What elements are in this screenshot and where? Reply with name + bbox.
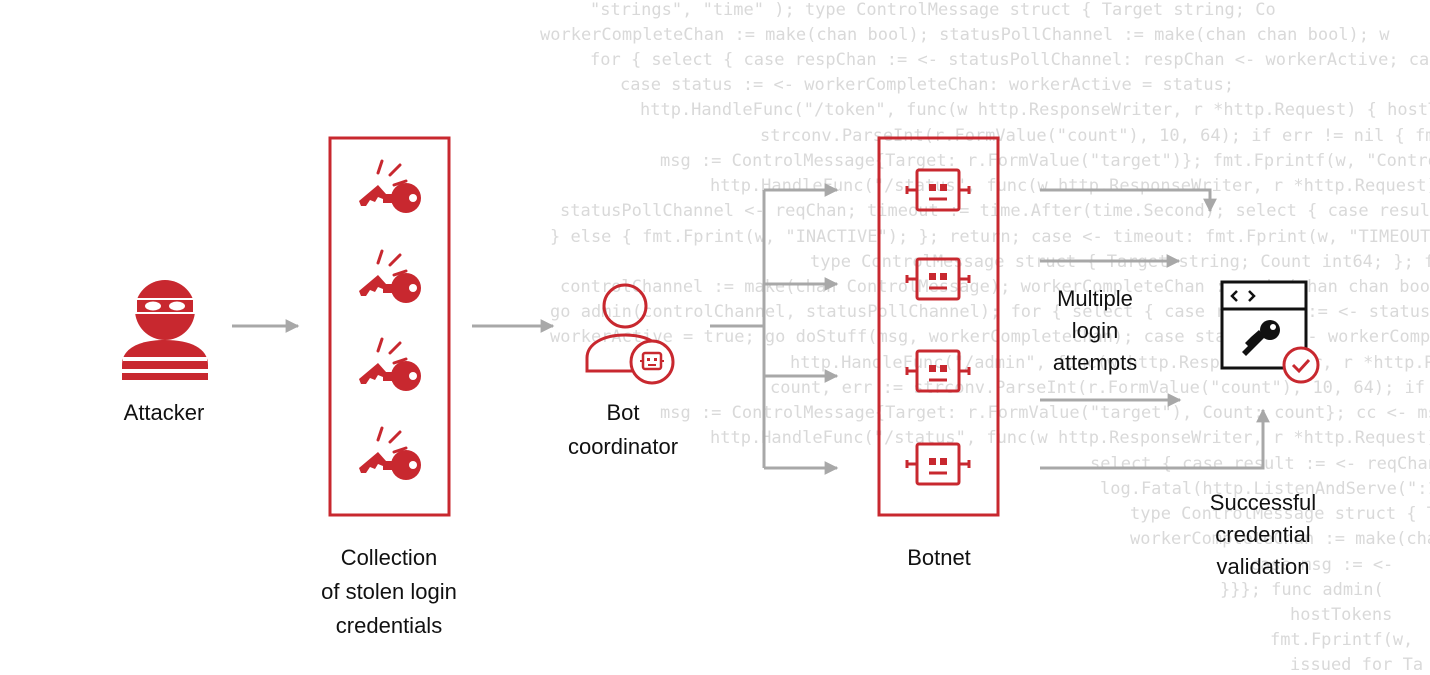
robot-head-icon bbox=[905, 257, 971, 301]
label-line: Bot bbox=[606, 400, 640, 425]
robot-head-icon bbox=[905, 442, 971, 486]
label-line: attempts bbox=[1052, 350, 1138, 375]
label-line: coordinator bbox=[567, 434, 679, 459]
masked-burglar-icon bbox=[122, 280, 208, 380]
user-with-bot-badge-icon bbox=[585, 283, 675, 385]
botnet-label: Botnet bbox=[879, 541, 999, 575]
botnet-box bbox=[877, 136, 1000, 517]
label-line: credentials bbox=[335, 613, 443, 638]
broken-key-icon bbox=[357, 426, 423, 482]
label-line: credential bbox=[1215, 522, 1311, 547]
robot-head-icon bbox=[905, 349, 971, 393]
credentials-collection-box bbox=[328, 136, 451, 517]
label-line: login bbox=[1071, 318, 1119, 343]
attacker-label: Attacker bbox=[104, 396, 224, 430]
label-line: of stolen login bbox=[321, 579, 457, 604]
collection-label: Collection of stolen login credentials bbox=[289, 541, 489, 643]
flow-arrows bbox=[232, 183, 1270, 475]
validation-label: Successful credential validation bbox=[1183, 487, 1343, 583]
label-line: Botnet bbox=[907, 545, 971, 570]
broken-key-icon bbox=[357, 249, 423, 305]
label-line: Multiple bbox=[1057, 286, 1133, 311]
broken-key-icon bbox=[357, 337, 423, 393]
broken-key-icon bbox=[357, 159, 423, 215]
label-line: Attacker bbox=[123, 400, 205, 425]
browser-window-key-check-icon bbox=[1220, 280, 1320, 384]
label-line: Collection bbox=[340, 545, 438, 570]
coordinator-label: Bot coordinator bbox=[543, 396, 703, 464]
label-line: validation bbox=[1216, 554, 1310, 579]
attempts-label: Multiple login attempts bbox=[1025, 283, 1165, 379]
label-line: Successful bbox=[1209, 490, 1317, 515]
robot-head-icon bbox=[905, 168, 971, 212]
